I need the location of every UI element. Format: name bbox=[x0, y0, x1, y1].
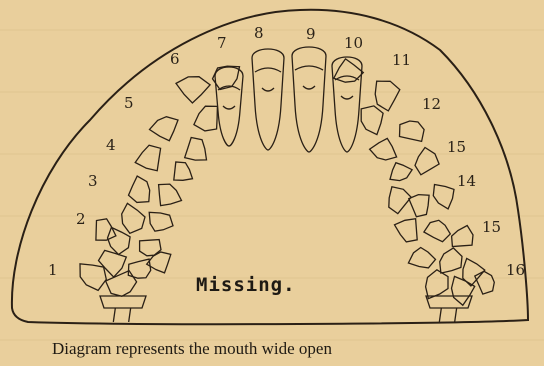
tooth-number-right-7: 15 bbox=[482, 218, 501, 236]
tooth-number-left-2: 2 bbox=[76, 210, 86, 228]
tooth-number-left-4: 4 bbox=[106, 136, 116, 154]
tooth-number-right-1: 9 bbox=[306, 25, 316, 43]
tooth-number-right-4: 12 bbox=[422, 95, 441, 113]
tooth-number-left-6: 6 bbox=[170, 50, 180, 68]
missing-label: Missing. bbox=[196, 274, 296, 296]
tooth-number-left-5: 5 bbox=[124, 94, 134, 112]
tooth-number-left-7: 7 bbox=[217, 34, 227, 52]
tooth-number-right-6: 14 bbox=[457, 172, 476, 190]
tooth-number-left-3: 3 bbox=[88, 172, 98, 190]
diagram-caption: Diagram represents the mouth wide open bbox=[52, 339, 332, 358]
tooth-number-right-8: 16 bbox=[506, 261, 525, 279]
tooth-number-left-8: 8 bbox=[254, 24, 264, 42]
tooth-number-left-1: 1 bbox=[48, 261, 58, 279]
tooth-number-right-2: 10 bbox=[344, 34, 363, 52]
tooth-number-right-5: 15 bbox=[447, 138, 466, 156]
tooth-number-right-3: 11 bbox=[392, 51, 411, 69]
